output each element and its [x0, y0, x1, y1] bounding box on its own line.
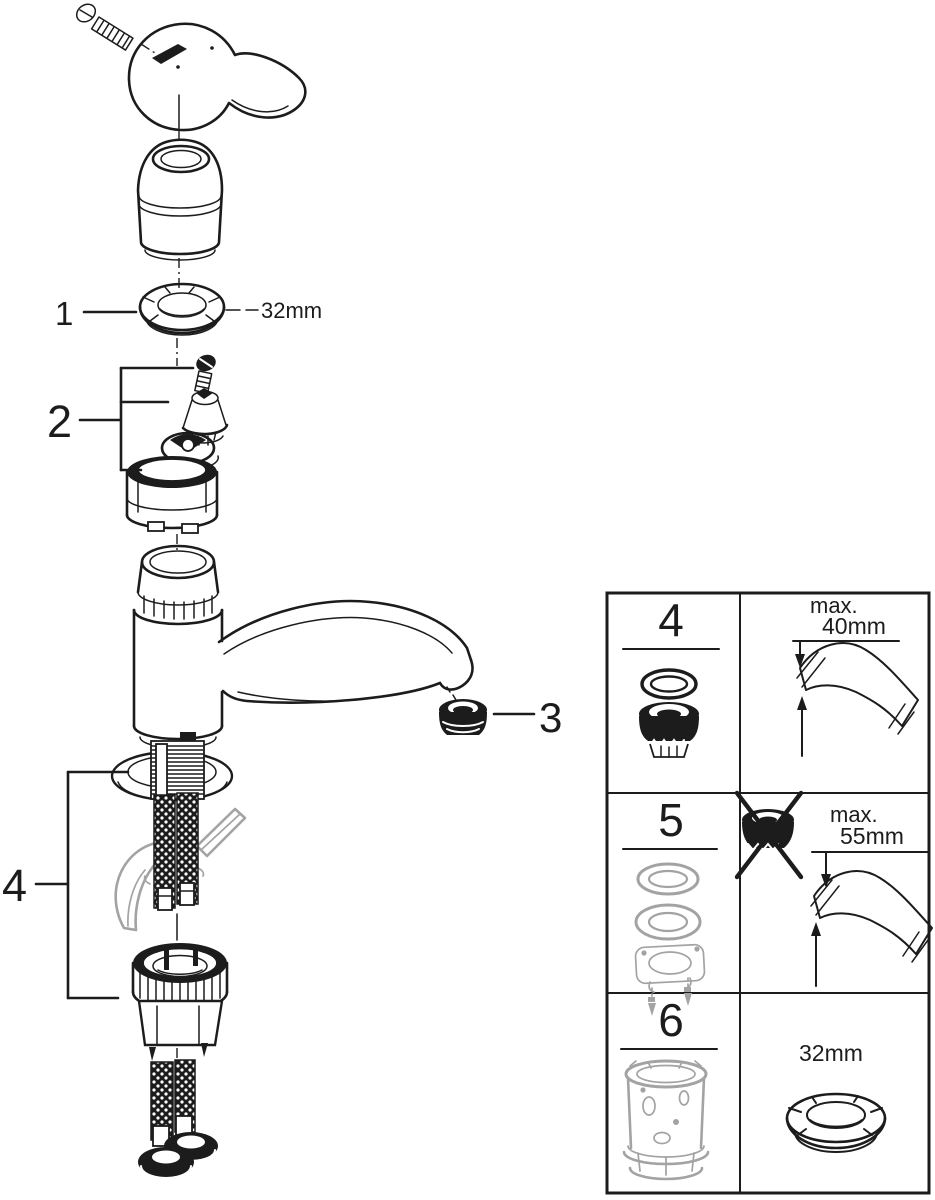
threaded-shank-icon [150, 732, 205, 800]
table-item-5-note-55mm: 55mm [840, 823, 904, 849]
table-row6-ring-nut-drawing [785, 1092, 887, 1153]
callout-1-leader [82, 309, 259, 314]
table-item-5-number: 5 [658, 794, 684, 846]
table-item-6-number: 6 [658, 994, 684, 1046]
callout-3-label: 3 [539, 694, 563, 741]
table-item-4-note-40mm: 40mm [822, 613, 886, 639]
callout-2-label: 2 [47, 396, 73, 447]
handle-screw-icon [75, 3, 156, 54]
cartridge-fixing-screw-icon [176, 338, 216, 395]
table-item-4-number: 4 [658, 594, 684, 646]
ceramic-cartridge-icon [125, 431, 219, 552]
table-row4-dimension-drawing [792, 640, 919, 757]
table-item-4-note-max: max. [810, 593, 858, 618]
callout-1-label: 1 [55, 295, 74, 332]
dimension-32mm-label: 32mm [261, 298, 323, 323]
table-item-5-note-max: max. [830, 802, 878, 827]
callout-4-label: 4 [2, 860, 28, 911]
mounting-nut-icon [131, 943, 229, 1061]
table-row4-parts-drawing [622, 648, 720, 758]
table-item-6-note-32mm: 32mm [799, 1040, 863, 1066]
lever-handle-icon [127, 22, 307, 139]
table-row5-parts-drawing [622, 848, 718, 1016]
table-row5-dimension-drawing [734, 790, 933, 987]
supply-hose-connectors-icon [138, 1059, 218, 1182]
callout-4-leader [34, 770, 130, 1000]
callout-2-leader [78, 366, 195, 472]
spout-aerator-icon [439, 699, 487, 735]
braided-supply-hose-icon [153, 792, 199, 941]
faucet-body-with-spout-icon [132, 544, 474, 749]
table-row6-parts-drawing [620, 1048, 718, 1181]
ring-nut-icon [138, 282, 226, 336]
handle-dome-cap-icon [136, 138, 224, 288]
reference-table-grid [605, 591, 931, 1195]
